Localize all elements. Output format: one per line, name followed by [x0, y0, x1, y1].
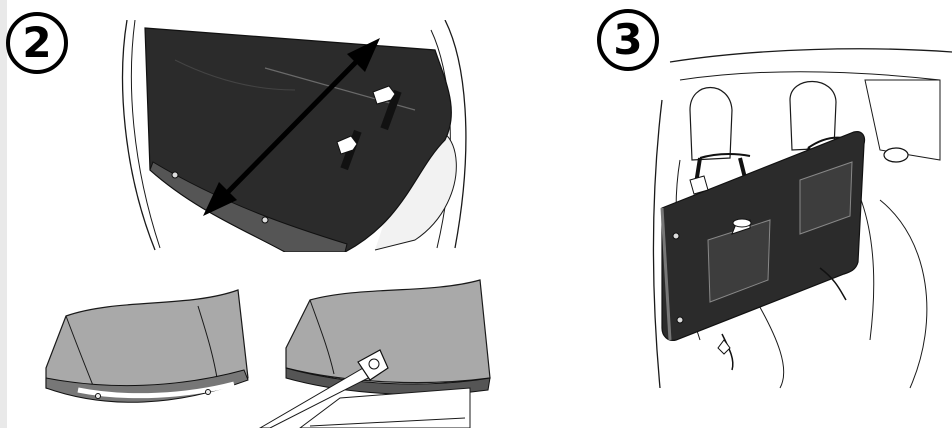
step-2-seat-cover-illustration [121, 20, 467, 252]
step-3-car-interior-illustration [652, 48, 952, 389]
left-margin-rule [0, 0, 7, 428]
buckle-icon [336, 85, 396, 155]
step-3-number: 3 [613, 15, 643, 64]
step-2-badge: 2 [6, 12, 68, 74]
step-3-badge: 3 [597, 9, 659, 71]
organizer-pocket-right [799, 161, 853, 235]
step-2-folded-cover-right [259, 279, 491, 428]
double-arrow-icon [203, 38, 380, 216]
step-2-number: 2 [22, 18, 52, 67]
step-2-folded-cover-left [45, 289, 249, 403]
